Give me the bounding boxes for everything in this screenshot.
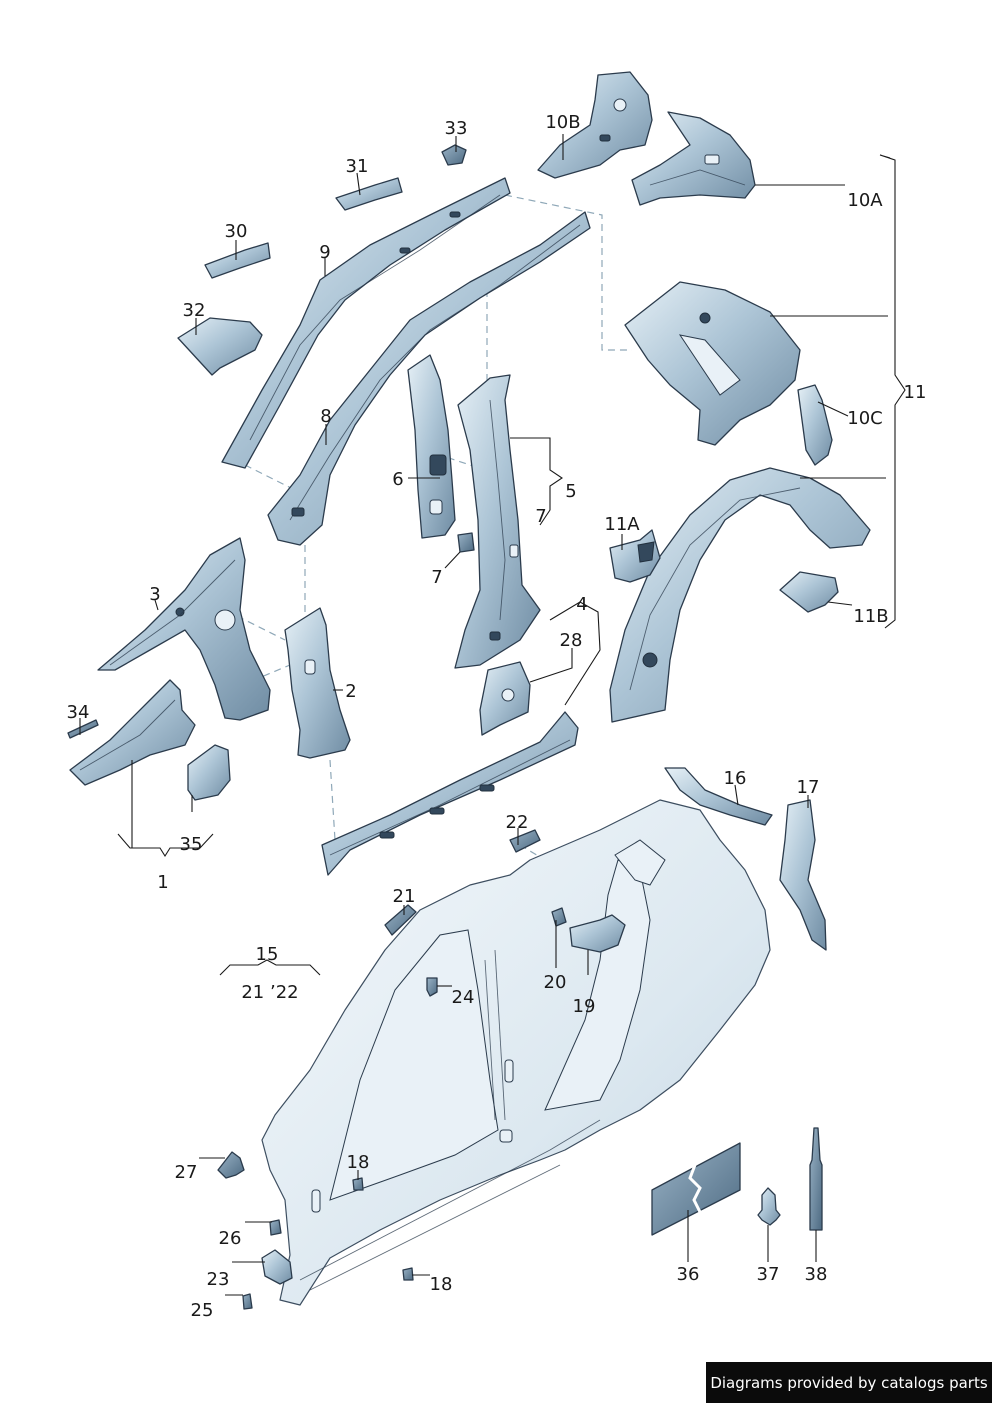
label-33: 33 [445,118,468,139]
part-10b-d-pillar-bracket [537,71,653,179]
label-32: 32 [183,300,206,321]
label-11b: 11B [853,606,888,627]
label-36: 36 [677,1264,700,1285]
part-21-clip [384,904,417,936]
label-21: 21 [393,886,416,907]
part-16-strip [664,767,773,826]
label-23: 23 [207,1269,230,1290]
part-30-bracket [204,242,271,279]
part-22-clip [509,829,541,853]
label-37: 37 [757,1264,780,1285]
label-28: 28 [560,630,583,651]
label-11a: 11A [604,514,640,535]
label-7a: 7 [535,506,546,527]
part-19-bracket [569,914,626,953]
part-28-reinforcement [479,661,531,736]
label-15: 15 [256,944,279,965]
label-10b: 10B [545,112,580,133]
label-7b: 7 [431,567,442,588]
part-35-bracket [187,744,231,801]
part-36-sound-pad [651,1142,741,1236]
part-8-a-pillar-roof-rail [267,211,591,546]
leader-lines [79,134,906,1296]
part-31-bracket [335,177,403,211]
part-7-clip [457,532,475,553]
part-18b-clip [402,1267,414,1281]
label-24: 24 [452,987,475,1008]
label-35: 35 [180,834,203,855]
label-27: 27 [175,1162,198,1183]
label-31: 31 [346,156,369,177]
part-11-rear-inner-panel [624,281,801,446]
part-32-bracket [177,317,263,376]
label-2: 2 [345,681,356,702]
label-34: 34 [67,702,90,723]
label-6: 6 [392,469,403,490]
label-17: 17 [797,777,820,798]
part-11b-bracket [779,571,839,613]
label-18a: 18 [347,1152,370,1173]
label-10a: 10A [847,190,883,211]
part-4-sill-reinforcement [321,711,579,876]
label-19: 19 [573,996,596,1017]
label-1: 1 [157,872,168,893]
part-11-wheel-house-outer [609,467,871,723]
label-9: 9 [319,242,330,263]
part-38-sealant-cartridge [809,1127,823,1231]
part-23-bracket [261,1249,293,1285]
part-24-fastener [426,977,438,997]
callout-labels: 1 2 3 4 5 6 7 7 8 9 10A 10B 10C 11 11A 1… [67,112,927,1321]
label-25: 25 [191,1300,214,1321]
label-3: 3 [149,584,160,605]
label-22: 22 [506,812,529,833]
label-4: 4 [576,594,587,615]
label-8: 8 [320,406,331,427]
part-10a-rear-upper-panel [631,111,756,206]
part-26-clip [269,1219,282,1236]
label-18b: 18 [430,1274,453,1295]
part-7-b-pillar-reinforcement [454,374,541,669]
side-panel-outer [261,799,771,1306]
label-10c: 10C [847,408,882,429]
part-9-a-pillar-reinforcement [221,177,511,469]
credit-text: Diagrams provided by catalogs parts [710,1373,988,1392]
part-3-front-inner-panel [97,537,271,721]
label-30: 30 [225,221,248,242]
label-16: 16 [724,768,747,789]
credit-footer: Diagrams provided by catalogs parts [706,1362,992,1403]
label-26: 26 [219,1228,242,1249]
part-34-strip [67,719,99,739]
part-2-a-pillar-lower [284,607,351,759]
part-27-clip [217,1151,245,1179]
part-10c-bracket [797,384,833,466]
label-11: 11 [904,382,927,403]
label-20: 20 [544,972,567,993]
label-5: 5 [565,481,576,502]
label-38: 38 [805,1264,828,1285]
part-25-clip [242,1293,253,1310]
part-33-clip [441,144,467,166]
part-37-expanding-rivet [757,1187,781,1226]
part-18a-clip [352,1177,364,1191]
label-15-sub: 21 ’22 [241,982,298,1003]
part-1-front-frame [69,679,196,786]
part-17-bracket [779,799,827,951]
part-6-b-pillar-inner [407,354,456,539]
part-11a-bracket [609,529,661,583]
